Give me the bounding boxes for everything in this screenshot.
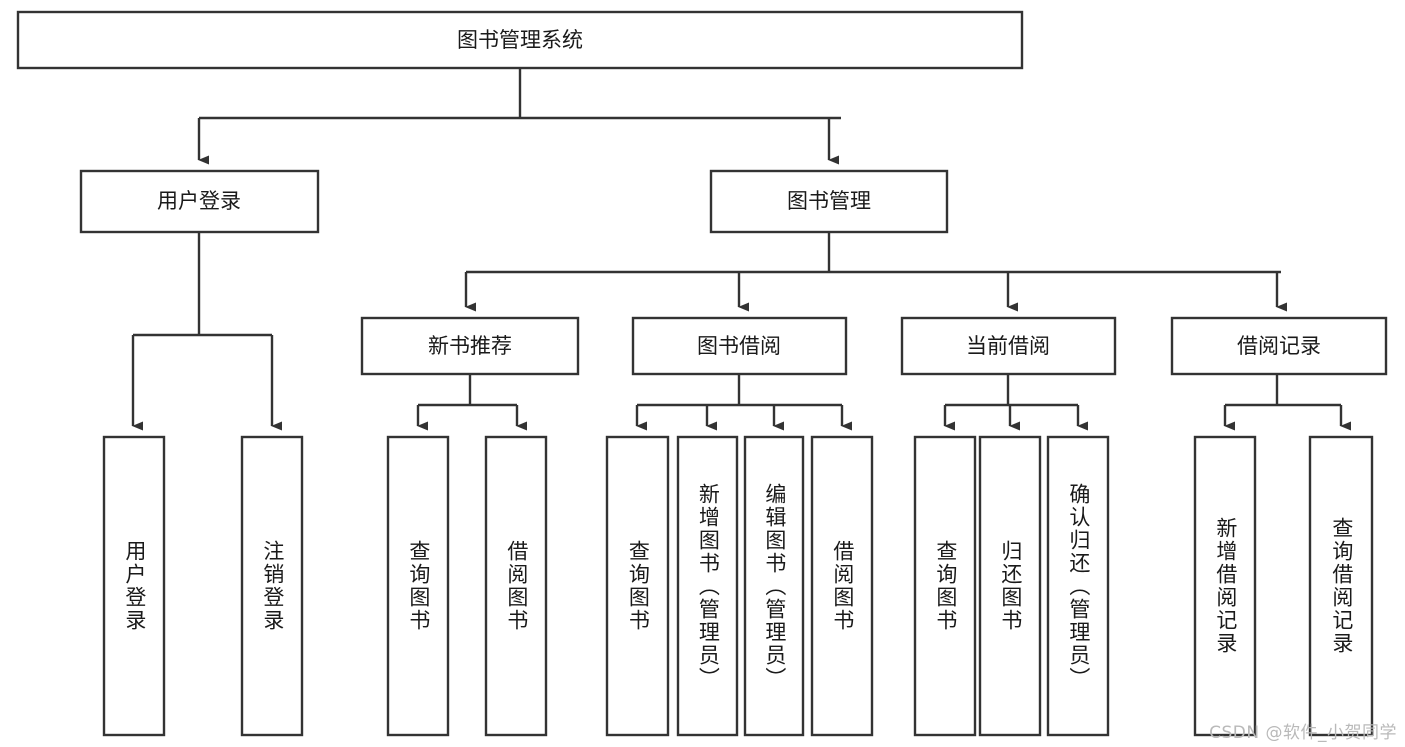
leaf-box[interactable] xyxy=(810,435,874,737)
leaf-box[interactable] xyxy=(978,435,1042,737)
node-new-book-recommend-label: 新书推荐 xyxy=(428,334,512,358)
node-root-label: 图书管理系统 xyxy=(457,28,583,52)
leaf-box[interactable] xyxy=(605,435,670,737)
leaf-boxes xyxy=(102,435,1374,737)
leaf-box[interactable] xyxy=(1308,435,1374,737)
leaf-box[interactable] xyxy=(484,435,548,737)
node-root[interactable]: 图书管理系统 xyxy=(16,10,1024,70)
node-user-login[interactable]: 用户登录 xyxy=(79,169,320,234)
node-current-borrow-label: 当前借阅 xyxy=(966,334,1050,358)
leaf-box[interactable] xyxy=(1046,435,1110,737)
watermark: CSDN @软件_小贺同学 xyxy=(1209,723,1397,743)
connector-root-to-level2 xyxy=(197,68,841,165)
connector-records-to-leaves xyxy=(1223,374,1352,431)
leaf-box[interactable] xyxy=(240,435,304,737)
node-user-login-label: 用户登录 xyxy=(157,189,241,213)
leaf-box[interactable] xyxy=(1193,435,1257,737)
node-borrow-records-label: 借阅记录 xyxy=(1237,334,1321,358)
node-current-borrow[interactable]: 当前借阅 xyxy=(900,316,1117,376)
node-book-management[interactable]: 图书管理 xyxy=(709,169,949,234)
leaf-box[interactable] xyxy=(743,435,805,737)
node-borrow-records[interactable]: 借阅记录 xyxy=(1170,316,1388,376)
leaf-box[interactable] xyxy=(386,435,450,737)
leaf-box[interactable] xyxy=(102,435,166,737)
connector-current-to-leaves xyxy=(943,374,1089,431)
node-book-borrow[interactable]: 图书借阅 xyxy=(631,316,848,376)
connector-userlogin-to-leaves xyxy=(131,232,283,431)
node-new-book-recommend[interactable]: 新书推荐 xyxy=(360,316,580,376)
connector-newbook-to-leaves xyxy=(416,374,528,431)
leaf-box[interactable] xyxy=(676,435,739,737)
node-book-borrow-label: 图书借阅 xyxy=(697,334,781,358)
node-book-management-label: 图书管理 xyxy=(787,189,871,213)
connector-borrow-to-leaves xyxy=(635,374,853,431)
leaf-box[interactable] xyxy=(913,435,977,737)
connector-bookmgmt-to-level3 xyxy=(464,232,1288,312)
